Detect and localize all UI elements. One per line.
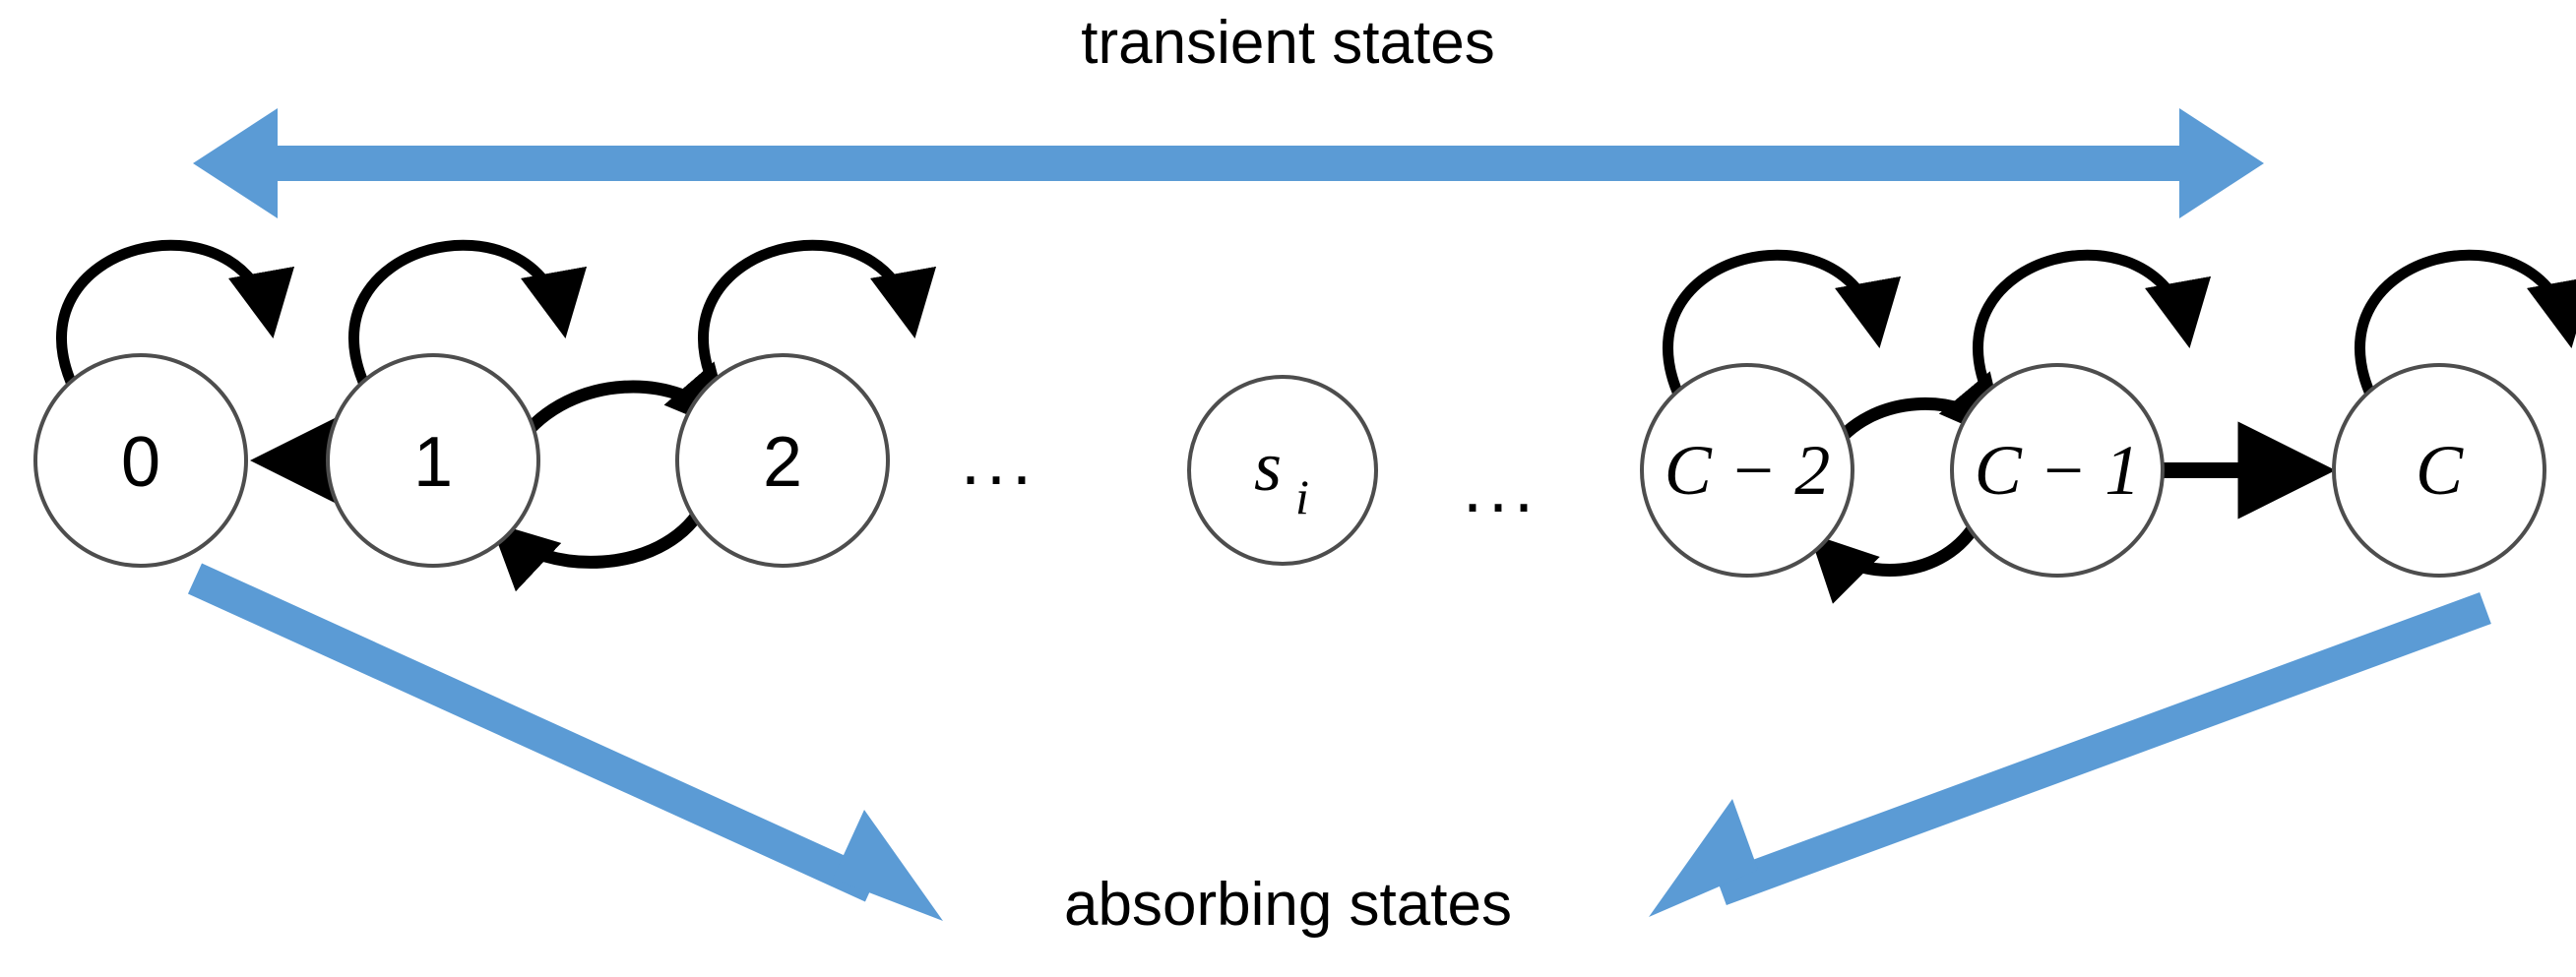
state-node-C-minus-2[interactable]: C − 2 bbox=[1640, 363, 1854, 578]
self-loop-state-C-minus-1 bbox=[1972, 249, 2211, 401]
state-node-C[interactable]: C bbox=[2332, 363, 2546, 578]
state-node-si[interactable]: s i bbox=[1187, 375, 1378, 566]
self-loop-state-C-minus-2 bbox=[1662, 249, 1901, 401]
self-loop-state-C bbox=[2354, 249, 2576, 401]
self-loop-group bbox=[55, 239, 2576, 401]
state-label-C-minus-1: C − 1 bbox=[1975, 431, 2141, 510]
absorbing-left-arrow bbox=[187, 563, 943, 921]
state-label-C-minus-2: C − 2 bbox=[1665, 431, 1831, 510]
state-label-2: 2 bbox=[763, 423, 802, 502]
state-node-2[interactable]: 2 bbox=[675, 353, 890, 568]
state-node-group: 0 1 2 s i C − 2 C − 1 bbox=[33, 353, 2546, 578]
absorbing-states-label: absorbing states bbox=[1064, 871, 1512, 939]
transient-span-arrow bbox=[193, 108, 2264, 218]
ellipsis-group: ... ... bbox=[961, 421, 1539, 527]
state-label-si-subscript: i bbox=[1295, 469, 1309, 524]
self-loop-state-1 bbox=[347, 239, 587, 392]
absorbing-right-arrow bbox=[1649, 592, 2491, 917]
ellipsis-right: ... bbox=[1463, 449, 1539, 527]
state-label-C: C bbox=[2416, 431, 2464, 510]
state-node-0[interactable]: 0 bbox=[33, 353, 248, 568]
transition-C-minus-1-to-C-minus-2 bbox=[1809, 516, 1984, 604]
self-loop-state-2 bbox=[697, 239, 936, 392]
transient-states-label: transient states bbox=[1081, 9, 1495, 77]
state-label-1: 1 bbox=[413, 423, 453, 502]
transition-2-to-1 bbox=[489, 506, 707, 592]
state-node-1[interactable]: 1 bbox=[326, 353, 540, 568]
state-label-0: 0 bbox=[121, 423, 160, 502]
state-node-C-minus-1[interactable]: C − 1 bbox=[1950, 363, 2165, 578]
self-loop-state-0 bbox=[55, 239, 294, 392]
state-label-si: s bbox=[1254, 427, 1282, 506]
ellipsis-left: ... bbox=[961, 421, 1037, 500]
